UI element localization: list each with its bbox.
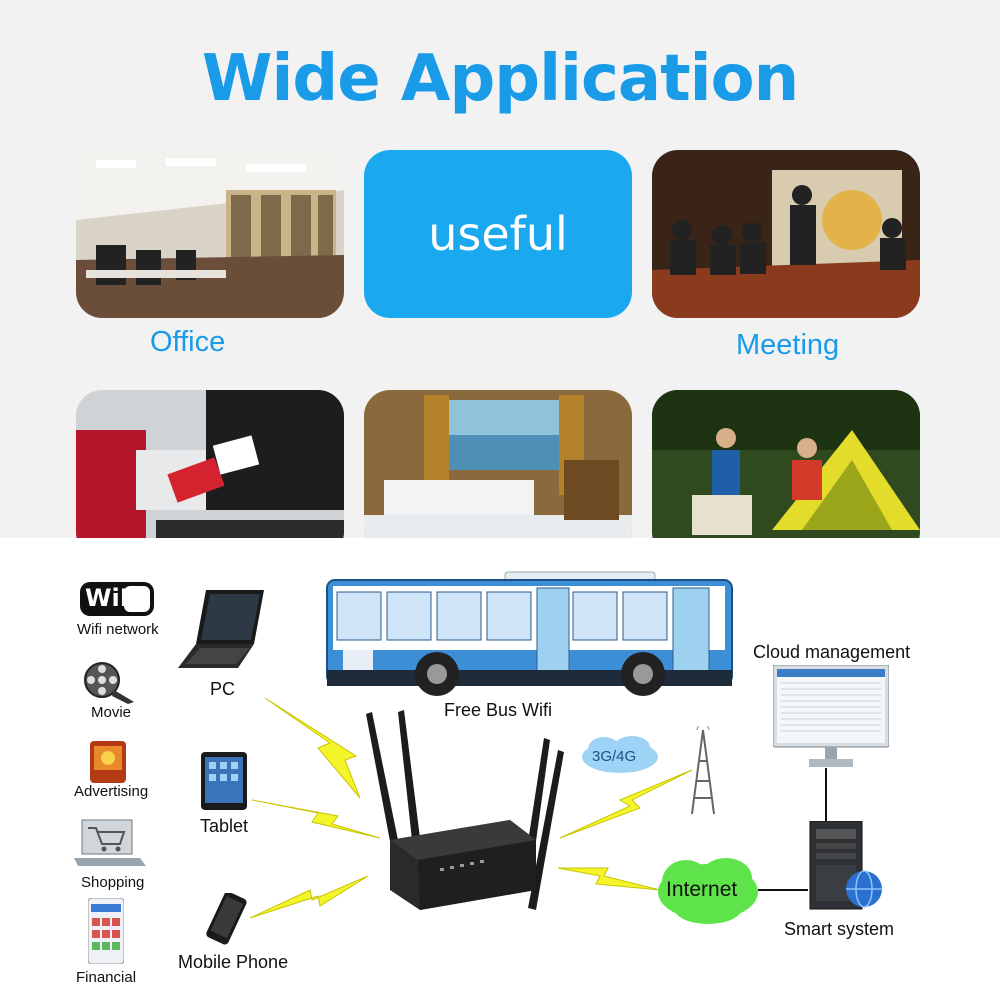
- useful-label: useful: [428, 207, 568, 261]
- financial-label: Financial: [76, 969, 137, 986]
- network-label: 3G/4G: [592, 748, 637, 765]
- movie-reel-icon: [82, 660, 136, 709]
- hotel-photo: [364, 390, 632, 558]
- meeting-photo: [652, 150, 920, 318]
- mobile-phone-icon: [200, 891, 252, 950]
- bus-illustration: [325, 570, 735, 707]
- laptop-pc-icon: [178, 588, 266, 675]
- page-title: Wide Application: [201, 42, 799, 116]
- internet-cloud: [656, 852, 760, 931]
- tablet-icon: [201, 752, 247, 815]
- advertising-label: Advertising: [74, 783, 149, 800]
- tablet-label: Tablet: [200, 816, 249, 836]
- office-caption: Office: [150, 326, 226, 358]
- office-photo: [76, 150, 344, 318]
- mobile-network-cloud: [580, 735, 660, 780]
- shopping-cart-laptop-icon: [74, 818, 146, 873]
- monitor-icon: [772, 664, 890, 774]
- wireless-signal-bolts: [249, 697, 827, 919]
- mobile-phone-label: Mobile Phone: [178, 952, 289, 972]
- financial-app-icon: [87, 897, 125, 969]
- server-globe-icon: [806, 820, 884, 916]
- wifi-logo-text: WiFi: [85, 584, 145, 612]
- bus-label: Free Bus Wifi: [444, 700, 553, 720]
- useful-tile: useful: [364, 150, 632, 318]
- cloud-management-label: Cloud management: [753, 642, 911, 662]
- internet-label: Internet: [666, 878, 738, 901]
- router-4g-icon: [360, 710, 580, 935]
- meeting-caption: Meeting: [736, 329, 840, 361]
- advertising-icon: [90, 741, 126, 788]
- wifi-logo-icon: WiFi: [80, 582, 154, 616]
- parking-photo: [76, 390, 344, 558]
- smart-system-label: Smart system: [784, 919, 895, 939]
- top-section: Wide Application useful: [0, 0, 1000, 558]
- wifi-network-label: Wifi network: [77, 621, 159, 638]
- movie-label: Movie: [91, 704, 132, 721]
- pc-label: PC: [210, 679, 236, 699]
- shopping-label: Shopping: [81, 874, 145, 891]
- cell-tower-icon: [688, 723, 718, 821]
- camping-photo: [652, 390, 920, 558]
